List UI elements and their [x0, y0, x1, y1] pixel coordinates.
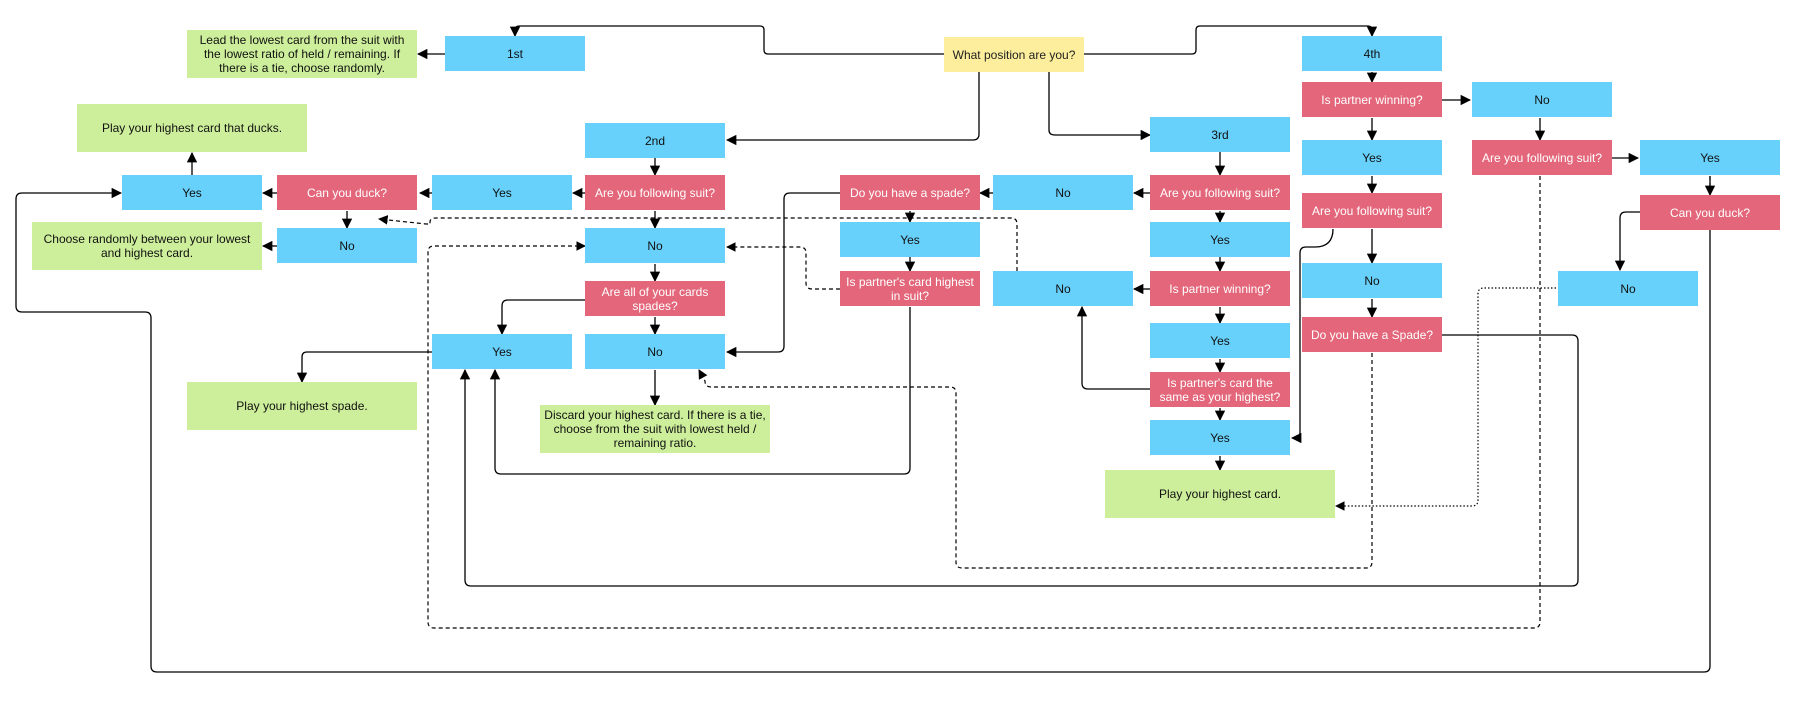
- play-highest-duck-node: Play your highest card that ducks.: [77, 104, 307, 152]
- s3-have-spade-node: Do you have a spade?: [840, 175, 980, 210]
- s2-duck-no-node: No: [277, 228, 417, 263]
- edge-3no-to-2canduck: [378, 215, 1018, 271]
- second-position-node: 2nd: [585, 123, 725, 158]
- third-position-node: 3rd: [1150, 117, 1290, 152]
- play-highest-card-node: Play your highest card.: [1105, 470, 1335, 518]
- s4-have-spade-node: Do you have a Spade?: [1302, 317, 1442, 352]
- s3-winning-no-node: No: [993, 271, 1133, 306]
- edge-4duckno-to-playhighest: [1335, 287, 1556, 511]
- start-node: What position are you?: [944, 37, 1084, 72]
- s2-spades-no-node: No: [585, 334, 725, 369]
- discard-highest-node: Discard your highest card. If there is a…: [540, 405, 770, 453]
- s3-spade-yes-node: Yes: [840, 222, 980, 257]
- s4-winning-no-node: No: [1472, 82, 1612, 117]
- edge-start-to-3rd: [1048, 72, 1152, 141]
- edge-yes-to-playspade: [296, 351, 432, 384]
- s3-same-highest-node: Is partner's card the same as your highe…: [1150, 372, 1290, 407]
- s4-winning-yes-node: Yes: [1302, 140, 1442, 175]
- s2-spades-yes-node: Yes: [432, 334, 572, 369]
- edge-partnerhighest-to-2no: [726, 242, 840, 290]
- s2-following-suit-node: Are you following suit?: [585, 175, 725, 210]
- s3-partner-winning-node: Is partner winning?: [1150, 271, 1290, 306]
- edge-followingb-to-3samehigh-yes: [1290, 228, 1334, 444]
- s3-same-yes-node: Yes: [1150, 420, 1290, 455]
- fourth-position-node: 4th: [1302, 36, 1442, 71]
- s3-following-suit-node: Are you following suit?: [1150, 175, 1290, 210]
- s4-follow-a-yes-node: Yes: [1640, 140, 1780, 175]
- s2-follow-no-node: No: [585, 228, 725, 263]
- edge-start-to-1st: [509, 25, 944, 55]
- s2-all-spades-node: Are all of your cards spades?: [585, 281, 725, 316]
- s3-partner-highest-suit-node: Is partner's card highest in suit?: [840, 271, 980, 306]
- edge-havespade-to-discardno: [725, 192, 840, 358]
- edge-4canduck-to-2duckyes: [15, 187, 1711, 673]
- edge-followinga-to-2no: [427, 176, 1541, 629]
- first-position-node: 1st: [445, 36, 585, 71]
- s3-follow-no-node: No: [993, 175, 1133, 210]
- s2-can-duck-node: Can you duck?: [277, 175, 417, 210]
- s4-follow-b-no-node: No: [1302, 263, 1442, 298]
- play-highest-spade-node: Play your highest spade.: [187, 382, 417, 430]
- edge-havespade-to-spadeyes: [459, 334, 1579, 587]
- s2-duck-yes-node: Yes: [122, 175, 262, 210]
- edge-start-to-2nd: [725, 72, 980, 146]
- s3-winning-yes-node: Yes: [1150, 323, 1290, 358]
- s4-partner-winning-node: Is partner winning?: [1302, 82, 1442, 117]
- edge-4havespade-to-2spadesno: [698, 353, 1373, 569]
- s2-follow-yes-node: Yes: [432, 175, 572, 210]
- lead-lowest-node: Lead the lowest card from the suit with …: [187, 30, 417, 78]
- choose-random-node: Choose randomly between your lowest and …: [32, 222, 262, 270]
- edge-start-to-4th: [1084, 25, 1378, 55]
- s4-duck-no-node: No: [1558, 271, 1698, 306]
- edge-partnerhighest-to-spadeyes: [489, 307, 911, 475]
- edge-allspades-to-yes: [496, 299, 585, 336]
- edge-samehighest-to-no: [1076, 305, 1150, 390]
- s4-following-b-node: Are you following suit?: [1302, 193, 1442, 228]
- s4-following-a-node: Are you following suit?: [1472, 140, 1612, 175]
- s3-follow-yes-node: Yes: [1150, 222, 1290, 257]
- edge-4canduck-to-no: [1614, 211, 1640, 272]
- s4-can-duck-node: Can you duck?: [1640, 195, 1780, 230]
